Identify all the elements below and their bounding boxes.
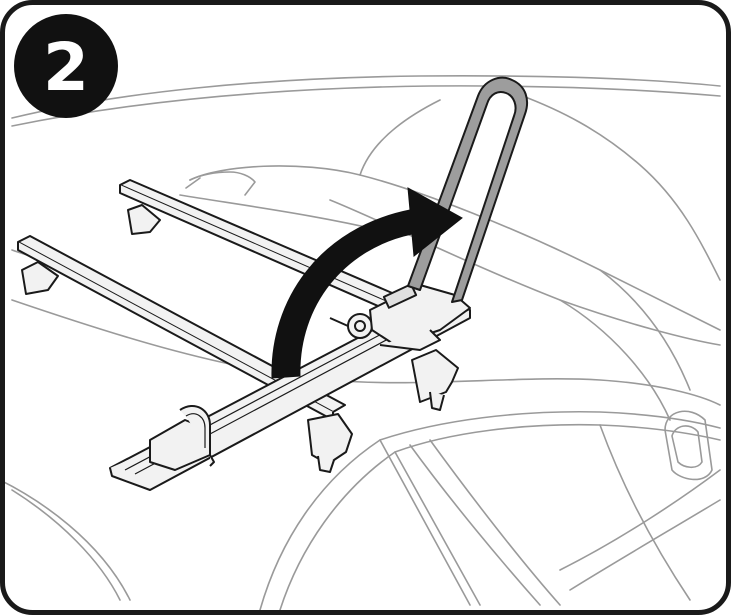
bike-carrier (109, 283, 471, 491)
roof-bars (17, 179, 421, 421)
foot-front-right (307, 413, 353, 465)
car-outline (0, 75, 721, 611)
step-number: 2 (43, 29, 89, 106)
curved-arrow-icon (271, 187, 463, 379)
foot-rear-right (411, 349, 459, 403)
foot-front-left (21, 261, 59, 295)
carrier-arm (407, 76, 529, 303)
roof-bar-feet (21, 204, 459, 473)
step-badge: 2 (14, 14, 118, 118)
foot-rear-left (127, 204, 161, 235)
arm-handle (407, 76, 529, 303)
